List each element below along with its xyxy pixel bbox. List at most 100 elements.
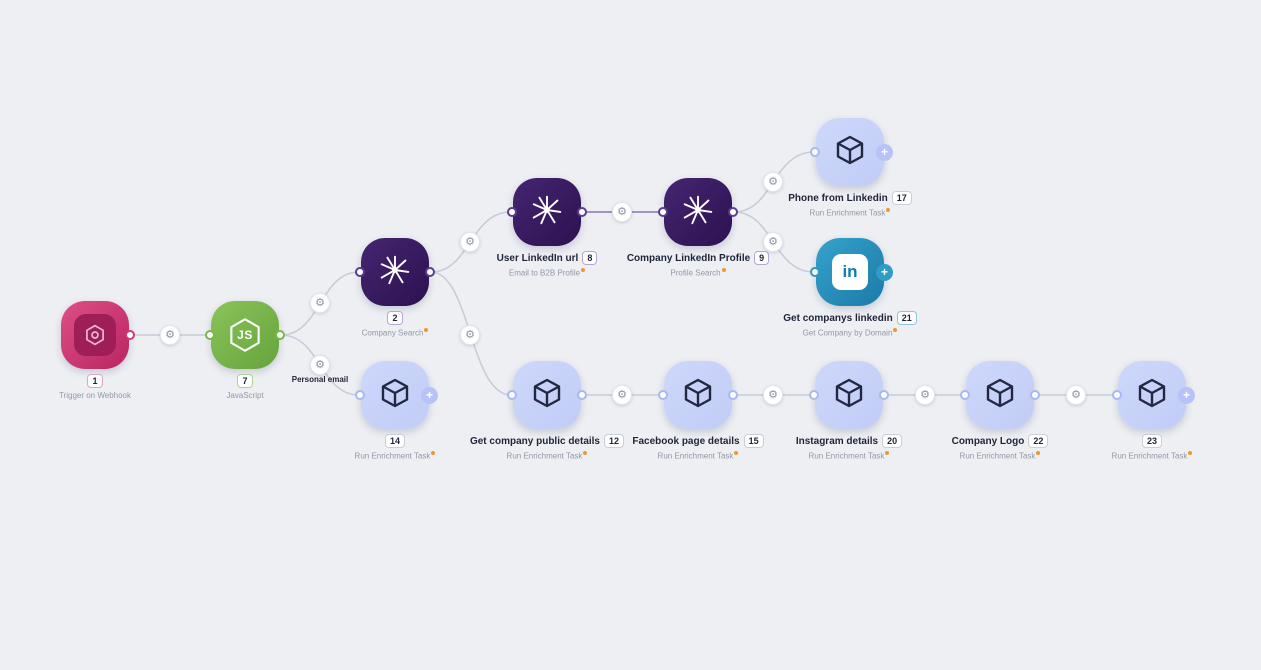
node-title: Company LinkedIn Profile xyxy=(626,252,751,264)
output-port[interactable] xyxy=(577,390,587,400)
input-port[interactable] xyxy=(658,207,668,217)
node-badge: 14 xyxy=(384,434,405,448)
edge-settings-button[interactable]: ⚙ xyxy=(310,355,330,375)
webhook-icon xyxy=(74,314,116,356)
cube-icon xyxy=(1132,373,1172,418)
output-port[interactable] xyxy=(728,207,738,217)
node-badge: 23 xyxy=(1141,434,1162,448)
cube-icon xyxy=(830,130,870,175)
output-port[interactable] xyxy=(125,330,135,340)
edge-settings-button[interactable]: ⚙ xyxy=(763,385,783,405)
warning-dot xyxy=(431,451,436,455)
edge-settings-button[interactable]: ⚙ xyxy=(763,172,783,192)
node-subtitle: Run Enrichment Task xyxy=(305,451,485,461)
add-node-button[interactable]: + xyxy=(876,264,893,281)
node-subtitle: Run Enrichment Task xyxy=(760,208,940,218)
node-subtitle: Run Enrichment Task xyxy=(608,451,788,461)
edge-settings-button[interactable]: ⚙ xyxy=(160,325,180,345)
edge-settings-button[interactable]: ⚙ xyxy=(612,385,632,405)
node-title: Phone from Linkedin xyxy=(788,192,888,204)
warning-dot xyxy=(581,268,586,272)
warning-dot xyxy=(1188,451,1193,455)
node-company-search[interactable]: 2 Company Search xyxy=(355,238,435,338)
gear-icon: ⚙ xyxy=(465,328,475,341)
add-node-button[interactable]: + xyxy=(1178,387,1195,404)
input-port[interactable] xyxy=(205,330,215,340)
cube-icon xyxy=(375,373,415,418)
input-port[interactable] xyxy=(355,267,365,277)
input-port[interactable] xyxy=(507,207,517,217)
warning-dot xyxy=(424,328,429,332)
output-port[interactable] xyxy=(1030,390,1040,400)
input-port[interactable] xyxy=(507,390,517,400)
node-subtitle: Profile Search xyxy=(608,268,788,278)
gear-icon: ⚙ xyxy=(768,388,778,401)
node-title: Company Logo xyxy=(951,435,1025,447)
edge-settings-button[interactable]: ⚙ xyxy=(1066,385,1086,405)
node-subtitle: Run Enrichment Task xyxy=(759,451,939,461)
sparkle-icon xyxy=(376,251,414,294)
add-node-button[interactable]: + xyxy=(421,387,438,404)
input-port[interactable] xyxy=(810,147,820,157)
input-port[interactable] xyxy=(809,390,819,400)
node-title: Instagram details xyxy=(795,435,879,447)
node-subtitle: Run Enrichment Task xyxy=(910,451,1090,461)
edge-settings-button[interactable]: ⚙ xyxy=(915,385,935,405)
node-badge: 1 xyxy=(87,374,103,388)
edge-settings-button[interactable]: ⚙ xyxy=(310,293,330,313)
node-badge: 8 xyxy=(582,251,598,265)
gear-icon: ⚙ xyxy=(920,388,930,401)
node-subtitle: Run Enrichment Task xyxy=(1062,451,1242,461)
node-run-enrichment-task-23[interactable]: + 23 Run Enrichment Task xyxy=(1112,361,1195,461)
cube-icon xyxy=(829,373,869,418)
warning-dot xyxy=(886,208,891,212)
warning-dot xyxy=(583,451,588,455)
edge-settings-button[interactable]: ⚙ xyxy=(612,202,632,222)
output-port[interactable] xyxy=(577,207,587,217)
javascript-icon: JS xyxy=(224,314,266,356)
edge-settings-button[interactable]: ⚙ xyxy=(763,232,783,252)
gear-icon: ⚙ xyxy=(165,328,175,341)
cube-icon xyxy=(678,373,718,418)
warning-dot xyxy=(885,451,890,455)
sparkle-icon xyxy=(528,191,566,234)
edge-settings-button[interactable]: ⚙ xyxy=(460,232,480,252)
node-badge: 22 xyxy=(1028,434,1049,448)
node-badge: 7 xyxy=(237,374,253,388)
node-subtitle: JavaScript xyxy=(226,391,264,400)
node-badge: 20 xyxy=(882,434,903,448)
output-port[interactable] xyxy=(425,267,435,277)
input-port[interactable] xyxy=(658,390,668,400)
input-port[interactable] xyxy=(810,267,820,277)
input-port[interactable] xyxy=(355,390,365,400)
gear-icon: ⚙ xyxy=(315,296,325,309)
node-run-enrichment-task-14[interactable]: + 14 Run Enrichment Task xyxy=(355,361,438,461)
node-javascript[interactable]: JS 7 JavaScript xyxy=(205,301,285,400)
node-badge: 21 xyxy=(896,311,917,325)
gear-icon: ⚙ xyxy=(1071,388,1081,401)
output-port[interactable] xyxy=(275,330,285,340)
node-title: Get companys linkedin xyxy=(783,312,893,324)
node-badge: 12 xyxy=(604,434,625,448)
node-badge: 15 xyxy=(743,434,764,448)
input-port[interactable] xyxy=(960,390,970,400)
node-title: User LinkedIn url xyxy=(496,252,579,264)
output-port[interactable] xyxy=(879,390,889,400)
add-node-button[interactable]: + xyxy=(876,144,893,161)
input-port[interactable] xyxy=(1112,390,1122,400)
warning-dot xyxy=(721,268,726,272)
node-badge: 17 xyxy=(891,191,912,205)
edge-settings-button[interactable]: ⚙ xyxy=(460,325,480,345)
gear-icon: ⚙ xyxy=(768,235,778,248)
output-port[interactable] xyxy=(728,390,738,400)
node-trigger-on-webhook[interactable]: 1 Trigger on Webhook xyxy=(59,301,135,400)
